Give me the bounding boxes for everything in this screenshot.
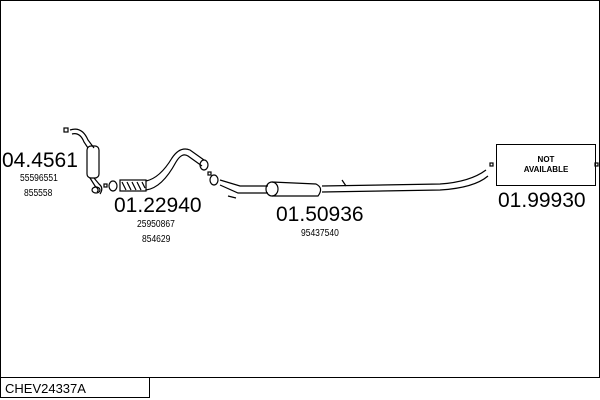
part-ref: 854629: [142, 234, 171, 245]
part-number-tail-pipe: 01.99930: [498, 189, 586, 212]
not-available-line2: AVAILABLE: [523, 165, 569, 174]
part-ref: 855558: [24, 188, 53, 199]
middle-silencer-drawing: [209, 174, 322, 199]
part-number-catalytic-converter: 04.4561: [2, 149, 78, 172]
part-ref: 95437540: [301, 228, 339, 239]
part-ref: 25950867: [137, 219, 175, 230]
front-pipe-drawing: [103, 148, 212, 192]
tail-pipe-drawing: [321, 162, 599, 193]
not-available-box: NOT AVAILABLE: [496, 144, 596, 186]
diagram-code: CHEV24337A: [0, 377, 150, 398]
catalytic-converter-drawing: [63, 127, 103, 195]
part-number-middle-silencer: 01.50936: [276, 203, 364, 226]
part-number-front-pipe: 01.22940: [114, 194, 202, 217]
not-available-line1: NOT: [537, 155, 555, 165]
part-ref: 55596551: [20, 173, 58, 184]
